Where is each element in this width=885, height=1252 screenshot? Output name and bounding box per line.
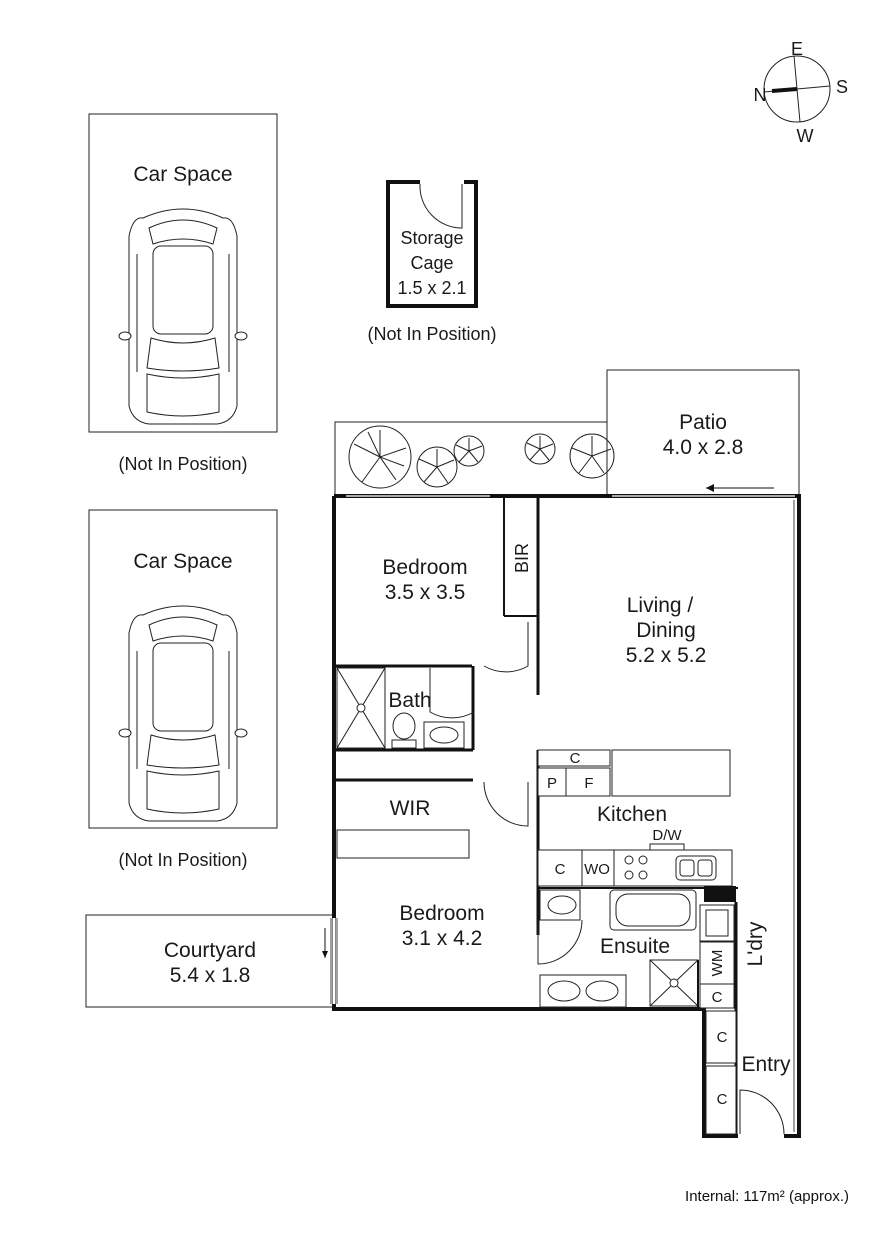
car-space-1: Car Space (Not In Position) [88,113,278,474]
dishwasher-label: D/W [652,827,682,844]
garden-strip [334,421,615,497]
washing-machine-label: WM [709,950,726,977]
patio: Patio 4.0 x 2.8 [606,369,800,497]
internal-area-note: Internal: 117m² (approx.) [685,1188,849,1205]
pantry-label: P [547,775,557,792]
north-needle-icon [771,87,798,93]
bedroom2-dims: 3.1 x 4.2 [402,927,483,950]
car-space-note: (Not In Position) [118,850,247,870]
fixture-labels: C P F D/W C WO WM C C C [547,750,728,1108]
cupboard-label: C [717,1091,728,1108]
room-labels: Bedroom 3.5 x 3.5 BIR Living / Dining 5.… [382,543,791,1076]
bath-label: Bath [388,689,431,712]
sliding-door-arrow-icon [706,484,714,492]
kitchen-label: Kitchen [597,803,667,826]
basin-icon [429,726,459,744]
cupboard-label: C [712,989,723,1006]
wall-oven-label: WO [584,861,610,878]
kitchen-sink-icon [675,855,717,881]
compass-ring-icon [763,55,831,123]
fridge-label: F [584,775,593,792]
car-space-label: Car Space [133,550,232,573]
bir-label: BIR [512,543,532,573]
patio-dims: 4.0 x 2.8 [663,436,744,459]
apartment-walls [330,494,801,1138]
bedroom1-dims: 3.5 x 3.5 [385,581,466,604]
entry-label: Entry [741,1053,791,1076]
bedroom2-label: Bedroom [399,902,484,925]
car-space-note: (Not In Position) [118,454,247,474]
patio-label: Patio [679,411,727,434]
ensuite-label: Ensuite [600,935,670,958]
compass-w: W [797,126,814,146]
compass: E S W N [754,39,849,146]
courtyard-label: Courtyard [164,939,256,962]
bedroom1-label: Bedroom [382,556,467,579]
car-space-label: Car Space [133,163,232,186]
laundry-label: L'dry [744,921,767,966]
living-line1: Living / [627,594,694,617]
courtyard: Courtyard 5.4 x 1.8 [85,914,334,1008]
car-icon [118,605,248,822]
car-space-2: Car Space (Not In Position) [88,509,278,870]
car-icon [118,208,248,425]
storage-cage-note: (Not In Position) [367,324,496,344]
compass-s: S [836,77,848,97]
sliding-door-arrow-icon [322,951,328,958]
drain-icon [669,978,679,988]
cupboard-label: C [555,861,566,878]
drain-icon [356,703,366,713]
toilet-icon [392,712,416,740]
compass-n: N [754,85,767,105]
wir-label: WIR [390,797,431,820]
cupboard-label: C [717,1029,728,1046]
living-dims: 5.2 x 5.2 [626,644,707,667]
cooktop-icon [624,855,648,880]
compass-e: E [791,39,803,59]
courtyard-dims: 5.4 x 1.8 [170,964,251,987]
door-swing-icon [419,183,463,229]
living-line2: Dining [636,619,696,642]
shrub-icon [348,425,615,489]
storage-cage: Storage Cage 1.5 x 2.1 (Not In Position) [367,180,497,344]
cupboard-label: C [570,750,581,767]
toilet-icon [547,895,577,915]
storage-cage-line1: Storage [400,228,463,248]
storage-cage-dims: 1.5 x 2.1 [397,278,466,298]
storage-cage-line2: Cage [410,253,453,273]
